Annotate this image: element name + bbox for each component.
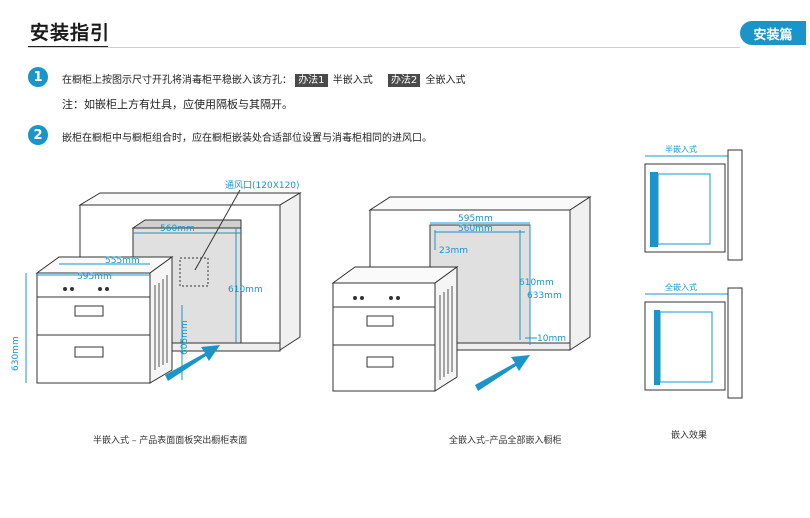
dim-595: 595mm xyxy=(458,214,493,224)
step-1-text: 在橱柜上按图示尺寸开孔将消毒柜平稳嵌入该方孔： 办法1 半嵌入式 办法2 全嵌入… xyxy=(62,71,466,87)
step-2-text: 嵌柜在橱柜中与橱柜组合时，应在橱柜嵌装处合适部位设置与消毒柜相同的进风口。 xyxy=(62,133,432,144)
dim-630: 630mm xyxy=(11,336,21,371)
method-1-tag: 办法1 xyxy=(295,74,328,87)
dim-555: 555mm xyxy=(105,256,140,266)
step-2-number: 2 xyxy=(28,125,48,145)
page-title: 安装指引 xyxy=(30,22,111,44)
dim-610: 610mm xyxy=(228,285,263,295)
step-1-instruction: 在橱柜上按图示尺寸开孔将消毒柜平稳嵌入该方孔： xyxy=(62,75,292,86)
title-divider xyxy=(28,47,740,48)
fully-embedded-diagram: 595mm 560mm 23mm 610mm 633mm 10mm xyxy=(331,196,592,392)
dim-560: 560mm xyxy=(160,224,195,234)
vent-label: 通风口(120X120) xyxy=(225,180,300,191)
dim-595: 595mm xyxy=(77,272,112,282)
method-1-label: 半嵌入式 xyxy=(332,75,373,86)
semi-embedded-diagram: 560mm 555mm 595mm 610mm 630mm 605mm 通风口(… xyxy=(11,180,302,384)
method-2-label: 全嵌入式 xyxy=(425,75,466,86)
right-caption: 嵌入效果 xyxy=(671,431,708,441)
dim-610: 610mm xyxy=(519,278,554,288)
full-embed-label: 全嵌入式 xyxy=(665,282,697,292)
embed-effect-diagram: 半嵌入式 全嵌入式 xyxy=(644,144,743,399)
semi-embed-label: 半嵌入式 xyxy=(665,144,697,154)
step-1-number: 1 xyxy=(28,67,48,87)
dim-633: 633mm xyxy=(527,291,562,301)
dim-560: 560mm xyxy=(458,224,493,234)
left-caption: 半嵌入式 – 产品表面面板突出橱柜表面 xyxy=(93,436,248,446)
dim-10: 10mm xyxy=(537,334,566,344)
section-badge: 安装篇 xyxy=(740,21,806,45)
step-1-note: 注：如嵌柜上方有灶具，应使用隔板与其隔开。 xyxy=(62,98,293,111)
method-2-tag: 办法2 xyxy=(387,74,421,87)
dim-23: 23mm xyxy=(439,246,468,256)
dim-605: 605mm xyxy=(180,320,190,355)
mid-caption: 全嵌入式–产品全部嵌入橱柜 xyxy=(449,436,562,446)
